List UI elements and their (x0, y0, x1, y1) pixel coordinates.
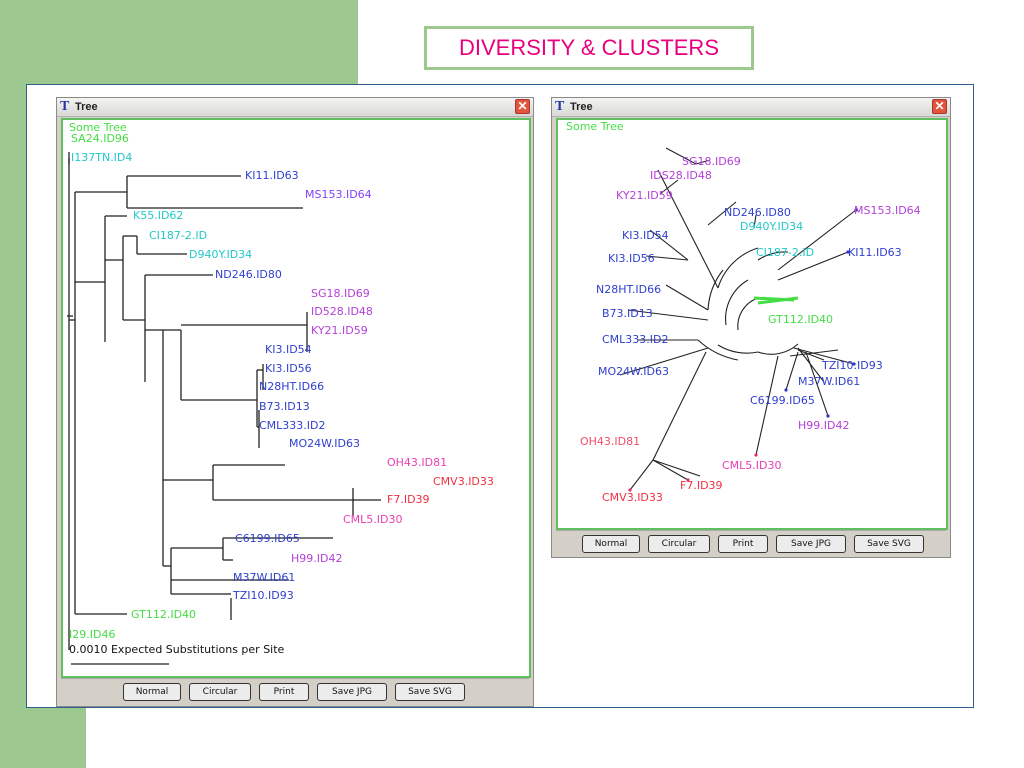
left-leaf-m37w: M37W.ID61 (233, 571, 296, 584)
right-leaf-ki3b: KI3.ID56 (608, 252, 655, 265)
left-window-title: Tree (75, 101, 98, 113)
left-leaf-ms153: MS153.ID64 (305, 188, 372, 201)
right-leaf-oh43: OH43.ID81 (580, 435, 641, 448)
right-leaf-tzi10: TZI10.ID93 (822, 359, 883, 372)
left-leaf-ki3b: KI3.ID56 (265, 362, 312, 375)
left-leaf-k55: K55.ID62 (133, 209, 184, 222)
right-print-button[interactable]: Print (718, 535, 768, 553)
left-leaf-ci187: CI187-2.ID (149, 229, 208, 242)
right-button-bar: Normal Circular Print Save JPG Save SVG (556, 530, 946, 557)
left-leaf-c6199: C6199.ID65 (235, 532, 300, 545)
right-leaf-mo24w: MO24W.ID63 (598, 365, 669, 378)
right-leaf-f7: F7.ID39 (680, 479, 723, 492)
left-leaf-i29: I29.ID46 (69, 628, 116, 641)
right-leaf-cml333: CML333.ID2 (602, 333, 669, 346)
left-circular-button[interactable]: Circular (189, 683, 251, 701)
left-leaf-ki11: KI11.ID63 (245, 169, 299, 182)
left-leaf-sg18: SG18.ID69 (311, 287, 370, 300)
right-leaf-ms153: MS153.ID64 (854, 204, 921, 217)
right-circular-button[interactable]: Circular (648, 535, 710, 553)
right-save-svg-button[interactable]: Save SVG (854, 535, 924, 553)
right-leaf-ids28: IDS28.ID48 (650, 169, 712, 182)
left-window-titlebar[interactable]: T Tree ✕ (57, 98, 533, 117)
left-tree-canvas: Some Tree SA24.ID96 I137TN.ID4 KI11.ID63… (61, 118, 531, 678)
right-save-jpg-button[interactable]: Save JPG (776, 535, 846, 553)
right-normal-button[interactable]: Normal (582, 535, 640, 553)
right-tree-name: Some Tree (566, 120, 624, 133)
right-tree-window[interactable]: T Tree ✕ (551, 97, 951, 558)
left-leaf-cmv3: CMV3.ID33 (433, 475, 494, 488)
accent-green-block-left (0, 84, 26, 708)
left-leaf-gt112: GT112.ID40 (131, 608, 197, 621)
right-leaf-n28ht: N28HT.ID66 (596, 283, 662, 296)
right-leaf-b73: B73.ID13 (602, 307, 653, 320)
left-leaf-oh43: OH43.ID81 (387, 456, 448, 469)
right-leaf-d940: D940Y.ID34 (740, 220, 804, 233)
left-leaf-mo24w: MO24W.ID63 (289, 437, 360, 450)
left-leaf-ki3a: KI3.ID54 (265, 343, 312, 356)
right-leaf-gt112: GT112.ID40 (768, 313, 834, 326)
accent-green-block-bottom (0, 708, 86, 768)
right-leaf-m37w: M37W.ID61 (798, 375, 861, 388)
right-leaf-ki3a: KI3.ID54 (622, 229, 669, 242)
left-leaf-id528: ID528.ID48 (311, 305, 373, 318)
left-print-button[interactable]: Print (259, 683, 309, 701)
left-leaf-i137: I137TN.ID4 (71, 151, 133, 164)
left-window-close-icon[interactable]: ✕ (515, 99, 530, 114)
left-tree-lines (67, 152, 381, 665)
right-window-title: Tree (570, 101, 593, 113)
left-leaf-sa24: SA24.ID96 (71, 132, 129, 145)
left-leaf-f7: F7.ID39 (387, 493, 430, 506)
left-save-svg-button[interactable]: Save SVG (395, 683, 465, 701)
slide-title: DIVERSITY & CLUSTERS (459, 35, 719, 60)
slide-title-box: DIVERSITY & CLUSTERS (424, 26, 754, 70)
right-leaf-ky21: KY21.ID59 (616, 189, 673, 202)
right-leaf-h99: H99.ID42 (798, 419, 850, 432)
right-leaf-ki11: KI11.ID63 (848, 246, 902, 259)
left-leaf-nd246: ND246.ID80 (215, 268, 282, 281)
right-window-titlebar[interactable]: T Tree ✕ (552, 98, 950, 117)
tree-app-icon: T (60, 99, 70, 114)
left-normal-button[interactable]: Normal (123, 683, 181, 701)
left-leaf-h99: H99.ID42 (291, 552, 343, 565)
right-tree-canvas: Some Tree SG18.ID69 IDS28.ID48 KY21.ID59… (556, 118, 948, 530)
left-save-jpg-button[interactable]: Save JPG (317, 683, 387, 701)
right-window-close-icon[interactable]: ✕ (932, 99, 947, 114)
right-tree-lines (619, 147, 858, 492)
right-leaf-ci87: CI187-2.ID (756, 246, 815, 259)
left-leaf-ky21: KY21.ID59 (311, 324, 368, 337)
right-leaf-nd246: ND246.ID80 (724, 206, 791, 219)
left-tree-window[interactable]: T Tree ✕ (56, 97, 534, 707)
left-leaf-cml5: CML5.ID30 (343, 513, 403, 526)
right-leaf-c6199: C6199.ID65 (750, 394, 815, 407)
accent-green-block-top (0, 0, 358, 84)
right-leaf-cmv3: CMV3.ID33 (602, 491, 663, 504)
left-leaf-n28ht: N28HT.ID66 (259, 380, 325, 393)
left-button-bar: Normal Circular Print Save JPG Save SVG (61, 678, 529, 705)
tree-app-icon: T (555, 99, 565, 114)
left-leaf-tzi10: TZI10.ID93 (233, 589, 294, 602)
right-leaf-sg18: SG18.ID69 (682, 155, 741, 168)
left-leaf-b73: B73.ID13 (259, 400, 310, 413)
left-scale-text: 0.0010 Expected Substitutions per Site (69, 643, 285, 656)
right-leaf-cml5: CML5.ID30 (722, 459, 782, 472)
left-tree-name: Some Tree (69, 121, 127, 134)
left-leaf-cml333: CML333.ID2 (259, 419, 326, 432)
left-leaf-d940: D940Y.ID34 (189, 248, 253, 261)
